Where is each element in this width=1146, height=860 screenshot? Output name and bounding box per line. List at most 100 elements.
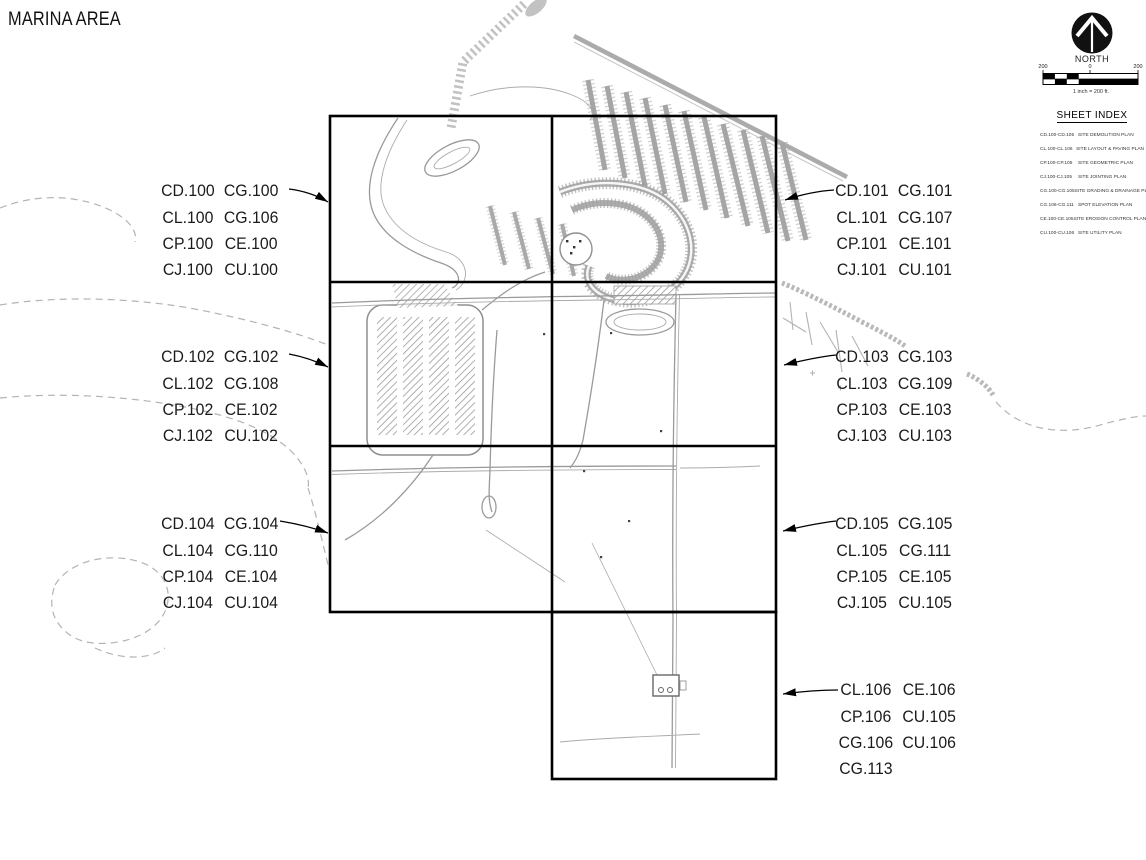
- sheet-ref: CG.109: [897, 373, 953, 393]
- leader-lines: [279, 188, 839, 697]
- sheet-ref: CE.102: [224, 399, 278, 419]
- sheet-ref: CG.105: [897, 514, 953, 534]
- sheet-ref: CG.110: [224, 540, 278, 560]
- sheet-ref: CJ.103: [836, 426, 887, 446]
- sheet-index-row: CG.106-CG.111 SPOT ELEVATION PLAN: [1040, 198, 1144, 212]
- sheet-range: CU.100-CU.106: [1040, 230, 1075, 236]
- sheet-ref: CG.104: [223, 514, 279, 534]
- sheet-ref: CE.101: [898, 233, 952, 253]
- sheet-ref: CD.105: [835, 514, 889, 534]
- sheet-name: SPOT ELEVATION PLAN: [1078, 202, 1133, 208]
- parking-lot: [366, 271, 546, 456]
- sheet-range: CL.100-CL.106: [1040, 147, 1073, 153]
- sheet-ref: CJ.100: [162, 260, 213, 280]
- sheet-ref: CJ.101: [836, 260, 887, 280]
- marina-docks: [485, 78, 812, 278]
- sheet-ref: CJ.104: [162, 593, 213, 613]
- sheet-label-group-103: CD.103 CG.103 CL.103 CG.109 CP.103 CE.103 C…: [834, 344, 953, 450]
- sheet-range: CP.100-CP.105: [1040, 161, 1073, 167]
- sheet-ref: CE.100: [224, 233, 278, 253]
- shoreline-right: [781, 280, 1146, 431]
- sheet-ref: CU.105: [898, 593, 952, 613]
- sheet-ref: CE.106: [902, 680, 956, 700]
- sheet-ref: CE.103: [898, 399, 952, 419]
- roads: [331, 292, 777, 769]
- sheet-ref: CG.111: [899, 540, 952, 560]
- sheet-ref: CG.106: [838, 732, 894, 752]
- sheet-name: SITE GEOMETRIC PLAN: [1078, 161, 1133, 167]
- sheet-ref: CU.105: [902, 706, 956, 726]
- scale-caption: 1 inch = 200 ft.: [1072, 89, 1110, 95]
- sheet-ref: CL.100: [162, 207, 214, 227]
- sheet-ref: CJ.102: [162, 426, 213, 446]
- scale-bar: [1042, 70, 1139, 85]
- page-title: MARINA AREA: [8, 8, 121, 30]
- resort-loop: [557, 177, 698, 336]
- sheet-ref: CU.106: [902, 732, 956, 752]
- sheet-range: CG.100-CG.105: [1040, 189, 1075, 194]
- sheet-ref: CG.107: [897, 207, 953, 227]
- sheet-range: CG.106-CG.111: [1040, 202, 1074, 208]
- sheet-index-row: CP.100-CP.105 SITE GEOMETRIC PLAN: [1040, 157, 1144, 171]
- lagoon-road: [368, 86, 593, 291]
- building-footprint: [652, 674, 687, 697]
- sheet-ref: CL.103: [836, 373, 888, 393]
- sheet-name: SITE UTILITY PLAN: [1078, 230, 1122, 236]
- sheet-ref: CE.104: [224, 566, 278, 586]
- sheet-ref: CP.106: [840, 706, 892, 726]
- sheet-ref: CG.103: [897, 347, 953, 367]
- north-label: NORTH: [1074, 54, 1110, 64]
- sheet-range: CD.100-CD.105: [1040, 133, 1075, 139]
- sheet-ref: CU.101: [898, 260, 952, 280]
- scale-left-value: 200: [1038, 64, 1048, 70]
- sheet-ref: CD.103: [835, 347, 889, 367]
- sheet-ref: CL.104: [162, 540, 214, 560]
- sheet-ref: CG.113: [839, 759, 893, 779]
- sheet-index-title: SHEET INDEX: [1056, 110, 1128, 123]
- sheet-index-row: CJ.100-CJ.105 SITE JOINTING PLAN: [1040, 171, 1144, 185]
- sheet-ref: CL.101: [836, 207, 888, 227]
- sheet-name: SITE EROSION CONTROL PLAN: [1073, 216, 1146, 222]
- sheet-ref: CG.102: [223, 347, 279, 367]
- sheet-ref: CP.102: [162, 399, 214, 419]
- leader-grid-101: [784, 189, 835, 201]
- sheet-ref: CG.100: [223, 181, 279, 201]
- sheet-ref: CU.100: [224, 260, 278, 280]
- sheet-ref: CU.103: [898, 426, 952, 446]
- leader-grid-104: [279, 520, 329, 534]
- sheet-range: CE.100-CE.105: [1040, 216, 1074, 222]
- sheet-ref: CP.103: [836, 399, 888, 419]
- leader-grid-102: [288, 353, 329, 368]
- sheet-ref: CL.102: [162, 373, 214, 393]
- leader-grid-106: [782, 688, 839, 697]
- breakwaters: [446, 0, 849, 182]
- sheet-ref: CD.100: [161, 181, 215, 201]
- leader-grid-100: [288, 188, 329, 203]
- leader-grid-103: [783, 354, 837, 366]
- sheet-ref: CL.105: [836, 540, 888, 560]
- sheet-ref: CJ.105: [836, 593, 887, 613]
- sheet-ref: CG.106: [223, 207, 279, 227]
- sheet-ref: CP.104: [162, 566, 214, 586]
- sheet-name: SITE JOINTING PLAN: [1078, 175, 1127, 181]
- sheet-name: SITE GRADING & DRAINAGE PLAN: [1074, 189, 1146, 194]
- scale-zero-value: 0: [1088, 64, 1092, 70]
- sheet-ref: CP.101: [836, 233, 888, 253]
- sheet-ref: CU.102: [224, 426, 278, 446]
- sheet-ref: CP.105: [836, 566, 888, 586]
- sheet-grid: [328, 114, 778, 781]
- sheet-range: CJ.100-CJ.105: [1040, 175, 1072, 181]
